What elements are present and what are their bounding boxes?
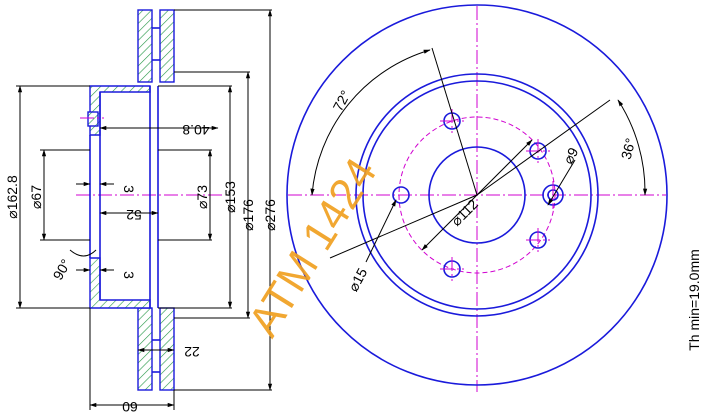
min-thickness-label: Th min=19.0mm (686, 249, 702, 351)
side-dimension-lines (16, 9, 273, 410)
dim-hub-thickness-bottom: 3 (121, 271, 137, 279)
lower-friction-ring (137, 307, 175, 391)
hat-section (80, 85, 159, 309)
dim-hat-inner-dia: ⌀73 (194, 185, 210, 209)
watermark-label: ATM 1424 (239, 150, 386, 345)
dim-angle-72: 72° (330, 88, 354, 114)
dim-hat-dia: ⌀162.8 (4, 175, 20, 219)
side-section-view: ⌀276 ⌀176 ⌀153 ⌀73 ⌀162.8 ⌀67 40.8 52 3 … (4, 9, 278, 415)
dim-pcd: ⌀112 (448, 196, 481, 229)
dim-bolt-hole: ⌀9 (560, 145, 582, 167)
dim-disc-thickness: 22 (184, 344, 200, 360)
upper-friction-ring (137, 9, 175, 83)
dim-angle-36: 36° (618, 136, 639, 161)
dim-width-52: 52 (126, 207, 142, 223)
dim-total-height: 60 (122, 399, 138, 415)
outer-rim (286, 4, 668, 386)
dim-hub-bore-dia: ⌀67 (28, 185, 44, 209)
dim-hat-outer-dia: ⌀153 (222, 181, 238, 213)
dim-outer-dia: ⌀276 (262, 199, 278, 231)
dim-hat-depth: 40.8 (182, 122, 209, 138)
dim-hole-15: ⌀15 (345, 265, 370, 294)
dim-hub-thickness-top: 3 (121, 185, 137, 193)
dim-ventilation-dia: ⌀176 (240, 199, 256, 231)
dim-chamfer-angle: 90° (49, 256, 73, 282)
